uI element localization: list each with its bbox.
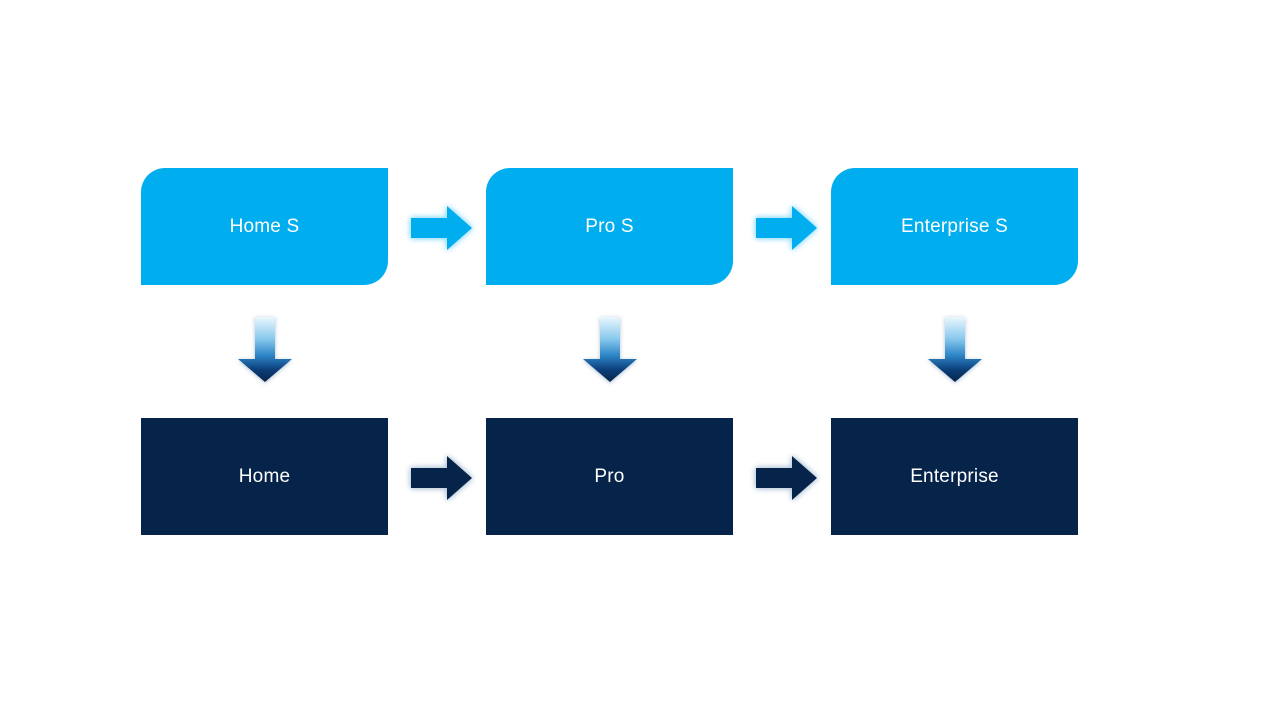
- box-home: Home: [141, 418, 388, 535]
- box-enterprise-s-label: Enterprise S: [901, 215, 1008, 237]
- box-pro-s-label: Pro S: [585, 215, 634, 237]
- arrow-right-icon: [411, 206, 472, 250]
- box-enterprise-label: Enterprise: [910, 465, 999, 487]
- arrow-right-icon: [411, 456, 472, 500]
- box-pro-s: Pro S: [486, 168, 733, 285]
- box-enterprise: Enterprise: [831, 418, 1078, 535]
- box-home-s-label: Home S: [229, 215, 300, 237]
- arrow-down-icon: [583, 317, 637, 382]
- box-pro-label: Pro: [594, 465, 625, 487]
- box-home-s: Home S: [141, 168, 388, 285]
- arrow-down-icon: [928, 317, 982, 382]
- box-enterprise-s: Enterprise S: [831, 168, 1078, 285]
- arrow-right-icon: [756, 456, 817, 500]
- arrow-down-icon: [238, 317, 292, 382]
- box-home-label: Home: [238, 465, 291, 487]
- arrow-right-icon: [756, 206, 817, 250]
- box-pro: Pro: [486, 418, 733, 535]
